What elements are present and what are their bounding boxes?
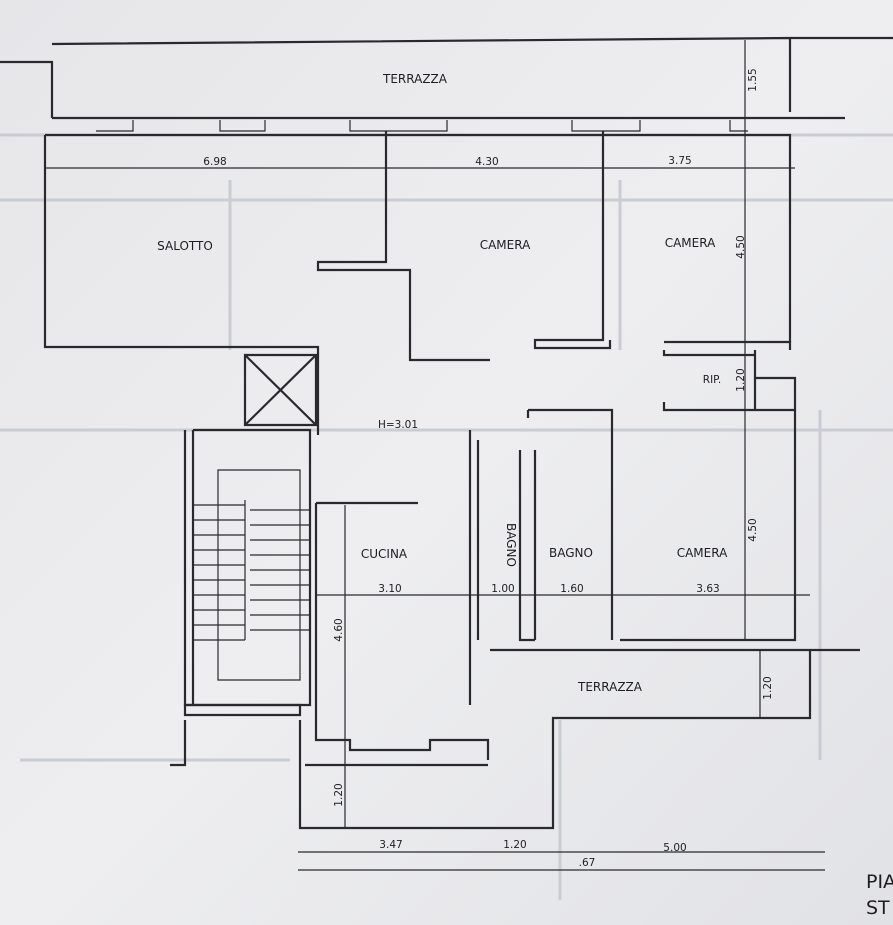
- room-label-bathroom-2: BAGNO: [549, 546, 593, 560]
- room-label-bedroom-2: CAMERA: [665, 236, 716, 250]
- dim-bottom-seg-1: 3.47: [379, 839, 402, 851]
- dim-storage-depth: 1.20: [735, 368, 747, 391]
- dim-terrace-bottom-depth: 1.20: [762, 676, 774, 699]
- room-label-terrace-bottom: TERRAZZA: [577, 680, 643, 694]
- dim-kitchen-depth: 4.60: [333, 618, 345, 641]
- dim-living-width: 6.98: [203, 156, 226, 168]
- room-label-bathroom-1: BAGNO: [504, 523, 518, 567]
- room-label-bedroom-1: CAMERA: [480, 238, 531, 252]
- room-label-kitchen: CUCINA: [361, 547, 408, 561]
- room-label-storage: RIP.: [703, 374, 721, 386]
- room-label-bedroom-3: CAMERA: [677, 546, 728, 560]
- dim-bottom-seg-3: 5.00: [663, 842, 686, 854]
- room-label-terrace-top: TERRAZZA: [382, 72, 448, 86]
- title-fragment-1: PIA: [866, 871, 893, 893]
- title-fragment-2: ST: [866, 897, 890, 919]
- room-label-living: SALOTTO: [157, 239, 213, 253]
- dim-bathroom-1-width: 1.00: [491, 583, 514, 595]
- walls: [0, 36, 893, 830]
- dim-bedroom-2-width: 3.75: [668, 155, 691, 167]
- ceiling-height-label: H=3.01: [378, 419, 418, 431]
- dim-bedroom-2-depth: 4.50: [735, 235, 747, 258]
- dim-bottom-left-depth: 1.20: [333, 783, 345, 806]
- dim-bedroom-1-width: 4.30: [475, 156, 498, 168]
- dim-bottom-total: .67: [579, 857, 596, 869]
- dim-kitchen-width: 3.10: [378, 583, 401, 595]
- dim-bathroom-2-width: 1.60: [560, 583, 583, 595]
- dim-bedroom-3-depth: 4.50: [747, 518, 759, 541]
- dim-bedroom-3-width: 3.63: [696, 583, 719, 595]
- dim-bottom-seg-2: 1.20: [503, 839, 526, 851]
- dim-terrace-depth: 1.55: [747, 68, 759, 91]
- dimension-lines: [45, 40, 825, 871]
